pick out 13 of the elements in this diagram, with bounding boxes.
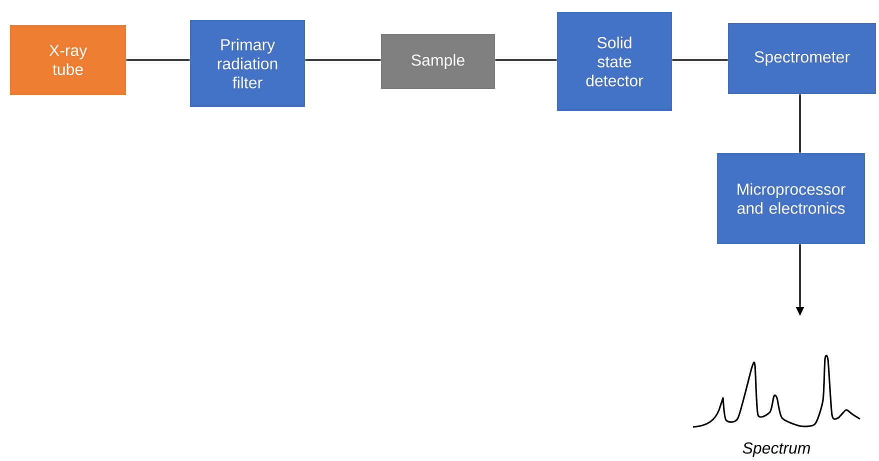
process-box: Microprocessor and electronics — [717, 153, 865, 244]
process-box: Sample — [381, 34, 495, 89]
process-box: X-ray tube — [10, 25, 126, 95]
process-box: Solid state detector — [557, 12, 672, 111]
connector-line — [799, 94, 801, 153]
process-box: Primary radiation filter — [190, 20, 305, 107]
process-box: Spectrometer — [728, 23, 876, 94]
connector-line — [305, 59, 381, 61]
connector-line — [495, 59, 557, 61]
spectrum-drawing — [692, 356, 860, 428]
connector-line — [126, 59, 190, 61]
connector-line — [672, 59, 728, 61]
node-label: Spectrum — [742, 442, 810, 457]
